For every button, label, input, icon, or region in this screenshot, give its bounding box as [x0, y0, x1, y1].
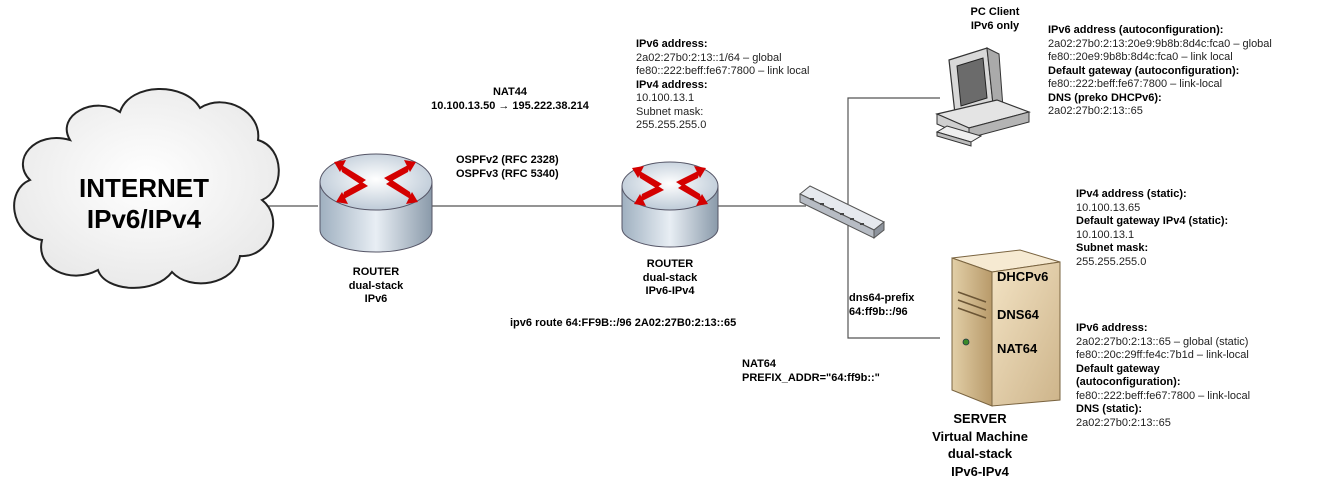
router1-label-line2: dual-stack	[348, 279, 404, 292]
server-label-line3: dual-stack	[947, 446, 1013, 461]
internet-label-line2: IPv6/IPv4	[86, 204, 202, 234]
nat64-prefix-addr: PREFIX_ADDR="64:ff9b::"	[742, 371, 880, 384]
pc-ipv6-link: fe80::20e9:9b8b:8d4c:fca0 – link local	[1048, 51, 1233, 63]
router2-label: ROUTER dual-stack IPv6-IPv4	[610, 258, 730, 299]
server-gw6-label-line2: (autoconfiguration):	[1076, 376, 1181, 388]
server-service-nat64: NAT64	[997, 341, 1038, 356]
server-mask-label: Subnet mask:	[1076, 242, 1149, 254]
pc-client-title: PC Client IPv6 only	[950, 6, 1040, 33]
server-ipv6-config: IPv6 address: 2a02:27b0:2:13::65 – globa…	[1076, 322, 1250, 430]
server-dns-label: DNS (static):	[1076, 403, 1143, 415]
router1-label: ROUTER dual-stack IPv6	[316, 266, 436, 307]
pc-client-config: IPv6 address (autoconfiguration): 2a02:2…	[1048, 24, 1272, 119]
router2-label-line1: ROUTER	[646, 258, 694, 270]
nat44-title: NAT44	[492, 86, 528, 98]
pc-gateway: fe80::222:beff:fe67:7800 – link-local	[1048, 78, 1223, 90]
ospfv3-label: OSPFv3 (RFC 5340)	[456, 167, 559, 180]
server-gw6: fe80::222:beff:fe67:7800 – link-local	[1076, 389, 1251, 402]
dns64-prefix-annotation: dns64-prefix 64:ff9b::/96	[849, 292, 914, 319]
router1-label-line3: IPv6	[364, 293, 388, 305]
server-ipv4: 10.100.13.65	[1076, 201, 1141, 214]
server-mask: 255.255.255.0	[1076, 255, 1147, 268]
ospf-annotation: OSPFv2 (RFC 2328) OSPFv3 (RFC 5340)	[456, 154, 559, 181]
internet-label: INTERNET IPv6/IPv4	[64, 173, 224, 235]
pc-dns-label: DNS (preko DHCPv6):	[1048, 91, 1162, 104]
link-switch-pc	[847, 97, 940, 204]
router2-mask: 255.255.255.0	[636, 119, 707, 131]
pc-dns: 2a02:27b0:2:13::65	[1048, 105, 1143, 117]
router1-label-line1: ROUTER	[352, 266, 400, 278]
internet-label-line1: INTERNET	[79, 173, 209, 203]
router2-config: IPv6 address: 2a02:27b0:2:13::1/64 – glo…	[636, 38, 810, 133]
ipv6-route-annotation: ipv6 route 64:FF9B::/96 2A02:27B0:2:13::…	[510, 317, 737, 329]
ospfv2-label: OSPFv2 (RFC 2328)	[456, 154, 559, 166]
server-gw4-label: Default gateway IPv4 (static):	[1076, 215, 1229, 227]
switch-icon	[799, 185, 885, 240]
server-ipv4-config: IPv4 address (static): 10.100.13.65 Defa…	[1076, 188, 1228, 269]
nat44-annotation: NAT44 10.100.13.50 → 195.222.38.214	[410, 86, 610, 113]
router2-ipv6-link: fe80::222:beff:fe67:7800 – link local	[636, 65, 810, 77]
router2-mask-label: Subnet mask:	[636, 105, 704, 118]
router2-ipv6-label: IPv6 address:	[636, 38, 708, 50]
router2-ipv4-label: IPv4 address:	[636, 78, 708, 91]
server-dns: 2a02:27b0:2:13::65	[1076, 416, 1171, 429]
server-icon	[951, 249, 1061, 407]
server-label-line2: Virtual Machine	[932, 428, 1028, 444]
pc-client-title-line1: PC Client	[970, 6, 1020, 18]
server-service-dns64: DNS64	[997, 307, 1039, 322]
internet-cloud-icon	[13, 88, 280, 289]
server-ipv6-label: IPv6 address:	[1076, 322, 1148, 334]
server-ipv6-global: 2a02:27b0:2:13::65 – global (static)	[1076, 335, 1249, 348]
router2-ipv4: 10.100.13.1	[636, 92, 695, 104]
router1-icon	[319, 153, 433, 253]
router2-label-line3: IPv6-IPv4	[645, 285, 695, 297]
dns64-prefix-value: 64:ff9b::/96	[849, 305, 908, 318]
server-label-line4: IPv6-IPv4	[951, 463, 1009, 479]
pc-ipv6-label: IPv6 address (autoconfiguration):	[1048, 24, 1224, 36]
link-switch-server	[847, 218, 940, 339]
server-gw4: 10.100.13.1	[1076, 228, 1135, 241]
pc-client-title-line2: IPv6 only	[970, 19, 1020, 32]
server-ipv4-label: IPv4 address (static):	[1076, 188, 1187, 200]
server-label-line1: SERVER	[953, 411, 1007, 426]
server-ipv6-link: fe80::20c:29ff:fe4c:7b1d – link-local	[1076, 349, 1249, 361]
router2-ipv6-global: 2a02:27b0:2:13::1/64 – global	[636, 51, 782, 64]
server-label: SERVER Virtual Machine dual-stack IPv6-I…	[910, 410, 1050, 480]
dns64-prefix-label: dns64-prefix	[849, 292, 915, 304]
nat64-annotation: NAT64 PREFIX_ADDR="64:ff9b::"	[742, 358, 880, 385]
network-links	[262, 97, 940, 339]
pc-client-icon	[935, 47, 1031, 147]
server-service-dhcpv6: DHCPv6	[997, 269, 1049, 284]
nat64-label: NAT64	[742, 358, 777, 370]
router2-label-line2: dual-stack	[642, 271, 698, 284]
server-gw6-label-line1: Default gateway	[1076, 362, 1160, 375]
nat44-mapping: 10.100.13.50 → 195.222.38.214	[431, 99, 589, 112]
router2-icon	[621, 161, 719, 248]
pc-gateway-label: Default gateway (autoconfiguration):	[1048, 64, 1240, 77]
pc-ipv6-global: 2a02:27b0:2:13:20e9:9b8b:8d4c:fca0 – glo…	[1048, 37, 1272, 50]
